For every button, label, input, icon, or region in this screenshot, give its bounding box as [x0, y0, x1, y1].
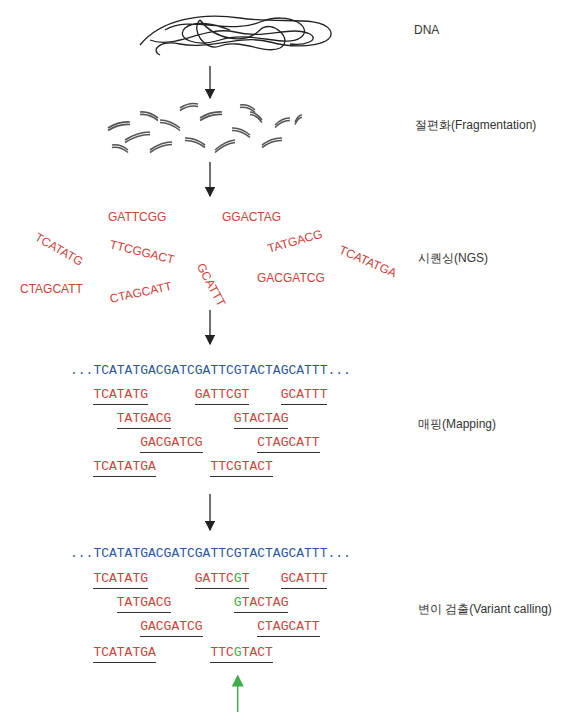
fragment — [125, 135, 150, 143]
mapped-read: GTACTAG — [234, 412, 289, 429]
mapped-read: GATTCGT — [195, 572, 250, 589]
sequence-read: TCATATGA — [338, 244, 399, 280]
sequence-read: CTAGCATT — [20, 283, 83, 295]
mapped-read: GCATTT — [281, 572, 328, 589]
mapped-read: TATGACG — [117, 596, 172, 613]
variant-arrow — [237, 676, 239, 712]
mapped-read: CTAGCATT — [257, 436, 319, 453]
fragment — [108, 124, 130, 130]
fragment — [185, 140, 205, 147]
mapped-read: TCATATG — [93, 388, 148, 405]
fragments — [108, 104, 302, 153]
reference-sequence: ...TCATATGACGATCGATTCGTACTAGCATTT... — [70, 547, 351, 560]
sequence-read: TCATATG — [33, 231, 85, 268]
sequence-read: GGACTAG — [222, 211, 281, 223]
mapped-read: TTCGTACT — [210, 460, 272, 477]
fragment — [180, 106, 198, 111]
mapped-read: TTCGTACT — [210, 646, 272, 663]
step-label: 변이 검출(Variant calling) — [418, 603, 552, 615]
sequence-read: GACGATCG — [257, 272, 325, 284]
variant-base: G — [234, 645, 242, 660]
fragment — [275, 120, 290, 127]
fragment — [262, 140, 282, 147]
mapped-read: TATGACG — [117, 412, 172, 429]
mapped-read: GACGATCG — [140, 436, 202, 453]
variant-base: G — [234, 595, 242, 610]
fragment — [140, 114, 158, 120]
sequence-read: TTCGGACT — [109, 238, 176, 266]
fragment — [200, 114, 222, 120]
fragment — [112, 147, 128, 152]
mapped-read: TCATATGA — [93, 646, 155, 663]
sequence-read: GATTCGG — [108, 211, 166, 223]
mapped-read: GATTCGT — [195, 388, 250, 405]
dna-scribble — [140, 16, 331, 55]
step-label: DNA — [414, 24, 439, 36]
fragment — [150, 145, 172, 153]
variant-base: G — [234, 571, 242, 586]
fragment — [295, 117, 302, 124]
fragment — [160, 123, 180, 131]
mapped-read: CTAGCATT — [257, 620, 319, 637]
fragment — [215, 143, 235, 153]
mapped-read: GTACTAG — [234, 596, 289, 613]
step-label: 절편화(Fragmentation) — [415, 119, 536, 131]
fragment — [240, 107, 255, 112]
step-label: 시퀀싱(NGS) — [418, 252, 488, 264]
sequence-read: TATGACG — [266, 228, 323, 255]
mapped-read: TCATATGA — [93, 460, 155, 477]
fragment — [250, 115, 262, 123]
sequence-read: GCATTT — [195, 261, 228, 308]
step-label: 매핑(Mapping) — [418, 418, 496, 430]
mapped-read: TCATATG — [93, 572, 148, 589]
reference-sequence: ...TCATATGACGATCGATTCGTACTAGCATTT... — [70, 364, 351, 377]
mapped-read: GCATTT — [281, 388, 328, 405]
fragment — [232, 130, 250, 137]
mapped-read: GACGATCG — [140, 620, 202, 637]
sequence-read: CTAGCATT — [109, 280, 173, 305]
